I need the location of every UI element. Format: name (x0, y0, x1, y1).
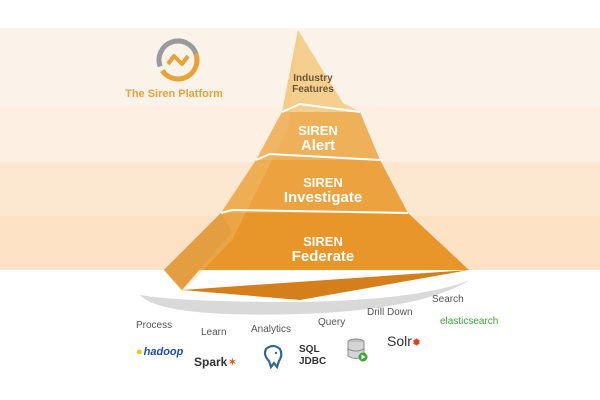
tier-alert-label: SIREN Alert (268, 123, 368, 155)
spark-logo: Spark✶ (194, 355, 237, 369)
step-process: Process (136, 320, 173, 331)
base-swoosh (140, 280, 470, 315)
solr-logo: Solr✹ (387, 333, 421, 349)
step-drill-down: Drill Down (367, 307, 413, 318)
tier-line: Federate (291, 248, 355, 266)
tier-line: SIREN (303, 175, 343, 190)
tier-line: Investigate (283, 189, 363, 207)
tier-line: Industry (293, 73, 333, 84)
hadoop-logo: ●hadoop (136, 346, 183, 358)
hadoop-label: hadoop (143, 346, 184, 358)
tier-federate-shape (164, 213, 469, 270)
tier-line: SIREN (298, 123, 338, 138)
tier-investigate-label: SIREN Investigate (258, 175, 388, 207)
postgresql-elephant-icon (263, 344, 283, 369)
tier-line: SIREN (303, 234, 343, 249)
brand-name: The Siren Platform (125, 88, 223, 100)
step-learn: Learn (201, 327, 227, 338)
jdbc-line: JDBC (299, 356, 327, 367)
step-analytics: Analytics (251, 324, 292, 335)
spark-star-icon: ✶ (227, 355, 238, 369)
tier-alert-shape (256, 112, 380, 160)
spark-label: Spark (194, 355, 228, 369)
tier-line: Features (292, 84, 334, 95)
siren-logo-icon (156, 38, 200, 82)
tier-industry-label: Industry Features (268, 73, 358, 95)
step-search: Search (432, 294, 464, 305)
hadoop-elephant-icon: ● (136, 346, 143, 358)
tier-industry-shape (282, 30, 360, 112)
solr-sun-icon: ✹ (411, 337, 422, 349)
sql-line: SQL (299, 344, 320, 355)
elasticsearch-logo: elasticsearch (440, 316, 499, 327)
tier-line: Alert (300, 137, 336, 155)
sql-jdbc-label: SQL JDBC (299, 344, 326, 368)
tier-investigate-shape (221, 160, 408, 213)
step-query: Query (318, 317, 346, 328)
solr-label: Solr (387, 333, 412, 349)
database-icon (347, 338, 368, 362)
tier-federate-label: SIREN Federate (258, 234, 388, 266)
